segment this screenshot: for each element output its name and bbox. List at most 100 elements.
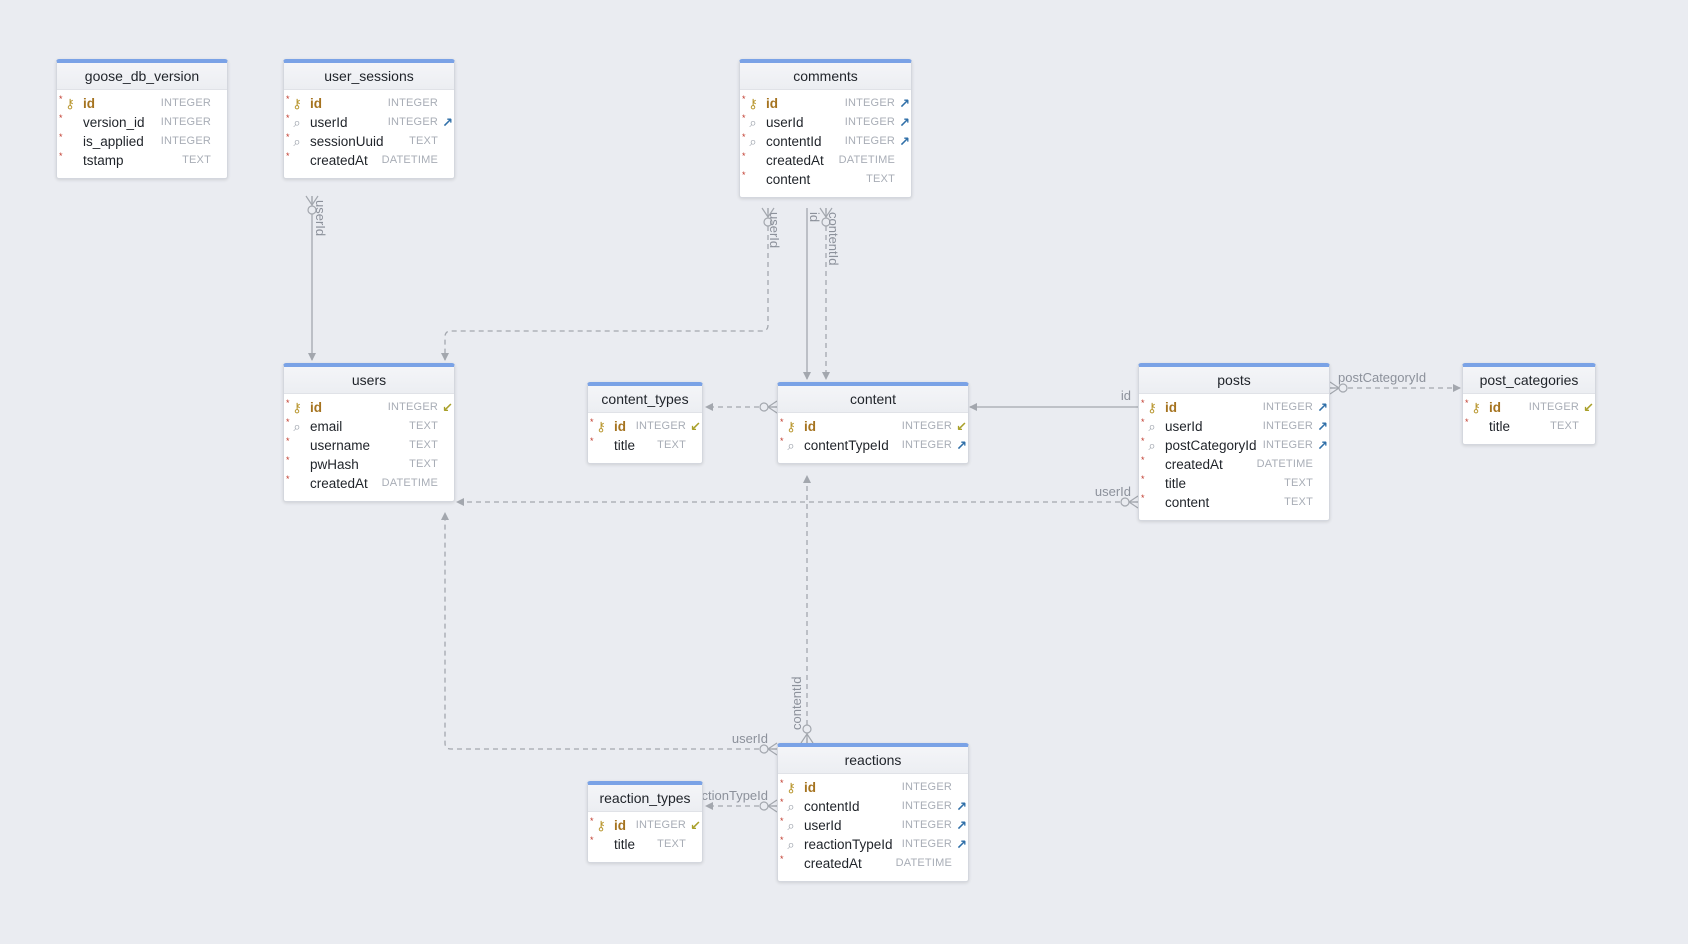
index-icon: ⌕ <box>787 818 795 833</box>
column-type: INTEGER <box>635 819 686 831</box>
column-name: title <box>614 837 636 852</box>
column-type: INTEGER <box>844 97 895 109</box>
required-marker: * <box>780 436 784 446</box>
table-title[interactable]: goose_db_version <box>57 63 227 90</box>
column-type: DATETIME <box>1256 458 1313 470</box>
foreign-key-arrow-icon: ↗ <box>956 799 967 814</box>
table-title[interactable]: content_types <box>588 386 702 413</box>
column-name: contentId <box>804 799 860 814</box>
crows-foot-icon <box>761 207 775 219</box>
foreign-key-arrow-icon: ↗ <box>956 438 967 453</box>
relation-line[interactable] <box>441 208 769 361</box>
table-title[interactable]: reactions <box>778 747 968 774</box>
table-title[interactable]: content <box>778 386 968 413</box>
column-type: INTEGER <box>901 420 952 432</box>
index-icon: ⌕ <box>787 837 795 852</box>
key-icon: ⚷ <box>1147 400 1157 415</box>
required-marker: * <box>590 835 594 845</box>
column-type: INTEGER <box>901 781 952 793</box>
column-name: id <box>310 96 322 111</box>
relation-line[interactable] <box>441 512 777 750</box>
required-marker: * <box>286 113 290 123</box>
optional-circle-icon <box>759 402 769 412</box>
index-icon: ⌕ <box>787 438 795 453</box>
required-marker: * <box>780 797 784 807</box>
table-title[interactable]: posts <box>1139 367 1329 394</box>
required-marker: * <box>1141 493 1145 503</box>
column-name: createdAt <box>804 856 862 871</box>
column-type: DATETIME <box>381 154 438 166</box>
required-marker: * <box>1465 398 1469 408</box>
required-marker: * <box>286 436 290 446</box>
key-icon: ⚷ <box>292 400 302 415</box>
table-title[interactable]: comments <box>740 63 911 90</box>
foreign-key-arrow-icon: ↗ <box>1317 400 1328 415</box>
table-title[interactable]: user_sessions <box>284 63 454 90</box>
relation-label: postCategoryId <box>1338 370 1426 385</box>
required-marker: * <box>1465 417 1469 427</box>
column-name: content <box>1165 495 1210 510</box>
required-marker: * <box>1141 417 1145 427</box>
table-title[interactable]: post_categories <box>1463 367 1595 394</box>
required-marker: * <box>742 132 746 142</box>
column-type: INTEGER <box>844 135 895 147</box>
required-marker: * <box>1141 474 1145 484</box>
required-marker: * <box>286 151 290 161</box>
table-title[interactable]: reaction_types <box>588 785 702 812</box>
column-name: reactionTypeId <box>804 837 893 852</box>
relation-label: reactionTypeId <box>683 788 768 803</box>
table-title[interactable]: users <box>284 367 454 394</box>
column-name: id <box>310 400 322 415</box>
column-type: INTEGER <box>901 439 952 451</box>
optional-circle-icon <box>759 801 769 811</box>
